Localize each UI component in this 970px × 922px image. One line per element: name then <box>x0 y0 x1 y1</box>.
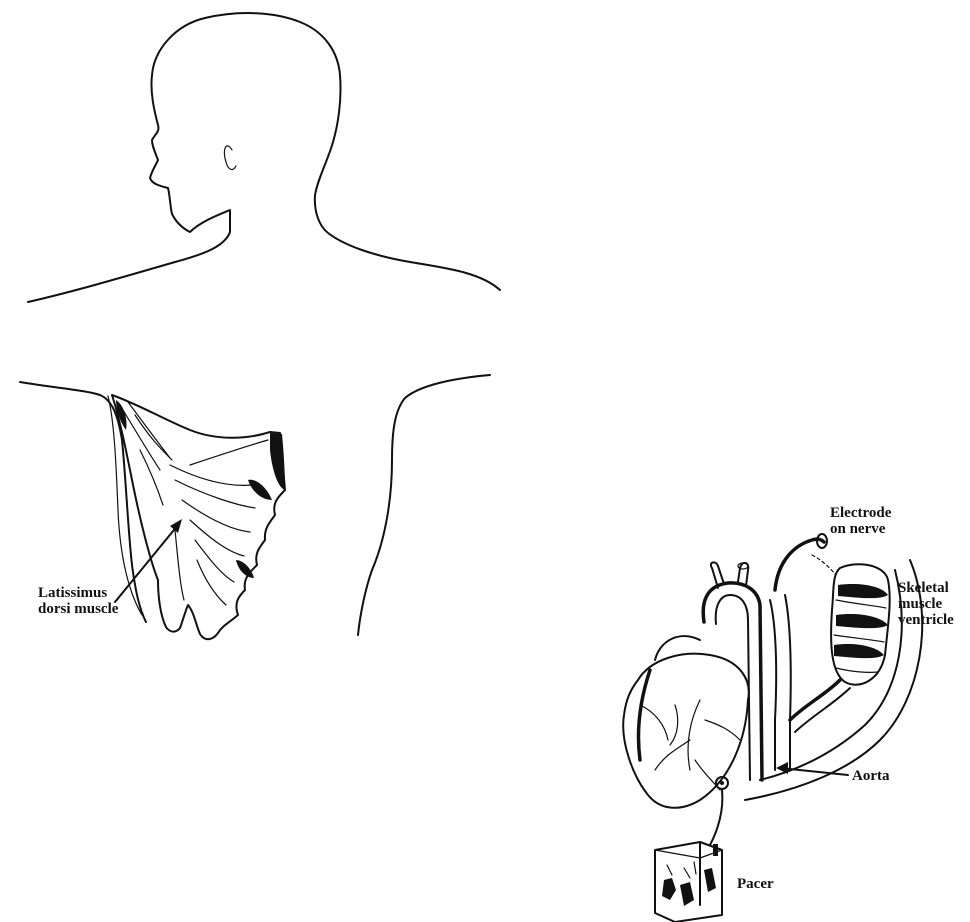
pacer-label: Pacer <box>737 876 774 892</box>
skeletal-muscle-ventricle-label: Skeletal muscle ventricle <box>898 580 954 628</box>
latissimus-label-line-1: Latissimus <box>38 585 118 601</box>
heart-diagram <box>623 534 922 922</box>
electrode-label-line-2: on nerve <box>830 521 891 537</box>
electrode-label-line-1: Electrode <box>830 505 891 521</box>
skeletal-label-line-1: Skeletal <box>898 580 954 596</box>
skeletal-muscle-ventricle-drawing <box>790 564 890 732</box>
skeletal-label-line-2: muscle <box>898 596 954 612</box>
electrode-label: Electrode on nerve <box>830 505 891 537</box>
latissimus-dorsi-label: Latissimus dorsi muscle <box>38 585 118 617</box>
latissimus-label-line-2: dorsi muscle <box>38 601 118 617</box>
head-profile-drawing <box>28 13 500 302</box>
pacer-device-drawing <box>655 842 722 922</box>
aorta-label: Aorta <box>852 768 890 784</box>
skeletal-label-line-3: ventricle <box>898 612 954 628</box>
